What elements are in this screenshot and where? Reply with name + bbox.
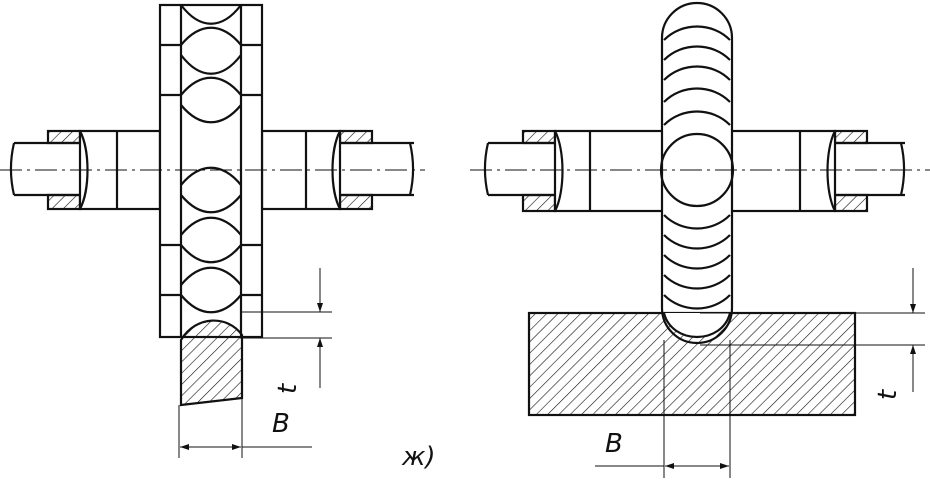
figure-letter: ж) [401,442,436,472]
dimension-label-t-right: t [873,389,903,400]
dimension-label-b-left: B [272,409,290,439]
left-assembly [9,3,415,407]
left-workpiece-hatched [179,319,244,407]
dimension-label-b-right: B [605,429,623,459]
right-dimensions [595,268,925,478]
right-assembly [483,1,906,417]
right-collars [553,129,837,213]
left-dimensions [178,268,332,458]
right-grinding-wheel [659,1,735,345]
left-grinding-wheel [158,3,264,339]
right-workpiece-hatched [527,311,857,417]
left-bearing-hatched [46,129,374,211]
dimension-label-t-left: t [273,383,303,394]
